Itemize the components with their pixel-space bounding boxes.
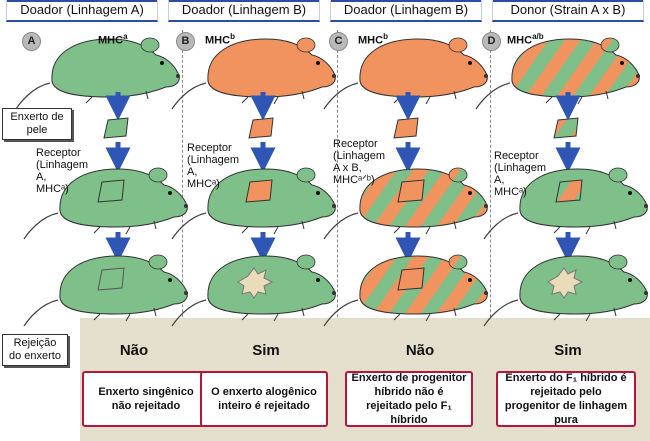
column-divider: [490, 30, 491, 437]
receptor-label-a: Receptor (Linhagem A, MHCᵃ): [36, 147, 88, 195]
graft-patch: [397, 179, 425, 203]
receptor-label-d: Receptor (Linhagem A, MHCᵃ): [494, 150, 546, 198]
mhc-label-a: MHCa: [98, 32, 128, 47]
column-divider: [182, 30, 183, 437]
donor-mouse-b: [171, 37, 337, 110]
outcome-box-b: O enxerto alogênico inteiro é rejeitado: [200, 371, 328, 427]
rejection-answer-b: Sim: [252, 342, 280, 359]
column-d-header: Donor (Strain A x B): [492, 0, 644, 22]
graft-rejection-label: Rejeição do enxerto: [2, 334, 68, 366]
column-b-header: Doador (Linhagem B): [168, 0, 320, 22]
graft-patch: [97, 179, 125, 203]
rejection-answer-a: Não: [119, 342, 149, 359]
result-mouse-c: [323, 254, 489, 327]
accepted-graft: [97, 267, 125, 291]
mhc-label-b: MHCb: [205, 32, 235, 47]
outcome-box-a: Enxerto singênico não rejeitado: [82, 371, 210, 427]
skin-graft-label: Enxerto de pele: [2, 108, 72, 140]
column-a-header: Doador (Linhagem A): [6, 0, 158, 22]
column-c-header: Doador (Linhagem B): [330, 0, 482, 22]
column-b-letter: B: [176, 32, 195, 51]
donor-mouse-a: [15, 37, 181, 110]
result-mouse-a: [23, 254, 189, 327]
column-divider: [337, 30, 338, 437]
rejected-graft-lesion: [237, 267, 274, 299]
receptor-label-b: Receptor (Linhagem A, MHCᵃ): [187, 142, 239, 190]
skin-graft-a: [103, 117, 129, 139]
graft-patch: [555, 179, 583, 203]
skin-graft-b: [248, 117, 274, 139]
accepted-graft: [397, 267, 425, 291]
skin-graft-d: [553, 117, 579, 139]
receptor-label-c: Receptor (Linhagem A x B, MHCᵃᐟᵇ): [333, 138, 385, 186]
outcome-box-c: Enxerto de progenitor híbrido não é reje…: [345, 371, 473, 427]
outcome-box-d: Enxerto do F₁ híbrido é rejeitado pelo p…: [496, 371, 636, 427]
mhc-label-d: MHCa/b: [507, 32, 544, 47]
rejection-answer-c: Não: [405, 342, 435, 359]
rejection-answer-d: Sim: [554, 342, 582, 359]
column-a-letter: A: [22, 32, 41, 51]
column-c-letter: C: [329, 32, 348, 51]
rejected-graft-lesion: [547, 267, 584, 299]
donor-mouse-d: [475, 37, 641, 110]
column-d-letter: D: [482, 32, 501, 51]
skin-graft-c: [393, 117, 419, 139]
graft-patch: [245, 179, 273, 203]
mhc-label-c: MHCb: [358, 32, 388, 47]
